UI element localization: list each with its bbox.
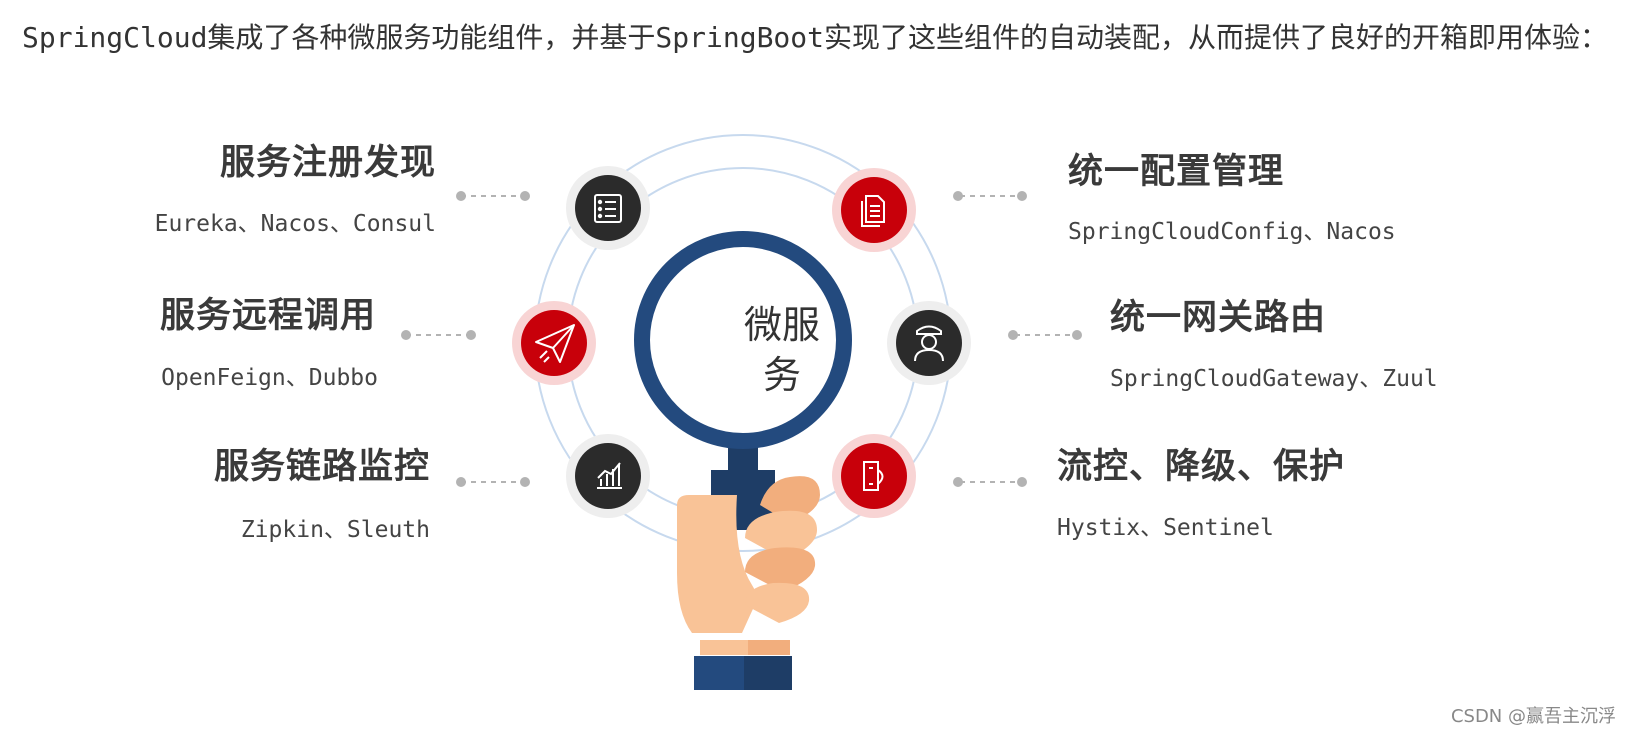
feature-title-tracing: 服务链路监控 [213, 446, 430, 487]
connector-gateway [1008, 330, 1082, 340]
feature-title-remote-call: 服务远程调用 [159, 295, 376, 336]
paper-plane-icon [535, 324, 575, 363]
connector-tracing [456, 477, 530, 487]
connector-service-discovery [456, 191, 530, 201]
feature-items-gateway: SpringCloudGateway、Zuul [1110, 366, 1438, 392]
intro-paragraph: SpringCloud集成了各种微服务功能组件，并基于SpringBoot实现了… [22, 21, 1609, 54]
node-gateway [887, 301, 971, 385]
feature-items-service-discovery: Eureka、Nacos、Consul [154, 211, 436, 237]
list-icon [594, 194, 622, 223]
feature-title-gateway: 统一网关路由 [1110, 297, 1327, 338]
feature-items-config: SpringCloudConfig、Nacos [1068, 219, 1396, 245]
feature-title-service-discovery: 服务注册发现 [219, 142, 436, 183]
node-remote-call [512, 301, 596, 385]
guard-icon [914, 325, 944, 362]
center-label: 微服务 [743, 303, 820, 397]
magnifier-lens [634, 231, 852, 449]
feature-items-flow-control: Hystix、Sentinel [1057, 515, 1274, 541]
sleeve-cuff-shade [744, 656, 792, 690]
hand-illustration [677, 476, 820, 655]
node-tracing [566, 434, 650, 518]
connector-config [953, 191, 1027, 201]
connector-remote-call [401, 330, 476, 340]
connector-flow-control [953, 477, 1027, 487]
feature-title-config: 统一配置管理 [1068, 151, 1285, 192]
node-service-discovery [566, 166, 650, 250]
sleeve-cuff [694, 656, 744, 690]
feature-items-tracing: Zipkin、Sleuth [240, 517, 430, 543]
feature-items-remote-call: OpenFeign、Dubbo [161, 365, 378, 391]
node-flow-control [832, 434, 916, 518]
bar-chart-icon [597, 462, 622, 489]
watermark: CSDN @赢吾主沉浮 [1450, 706, 1616, 727]
documents-icon [861, 195, 885, 227]
shield-icon [863, 461, 884, 491]
feature-title-flow-control: 流控、降级、保护 [1057, 446, 1346, 487]
node-config [832, 168, 916, 252]
